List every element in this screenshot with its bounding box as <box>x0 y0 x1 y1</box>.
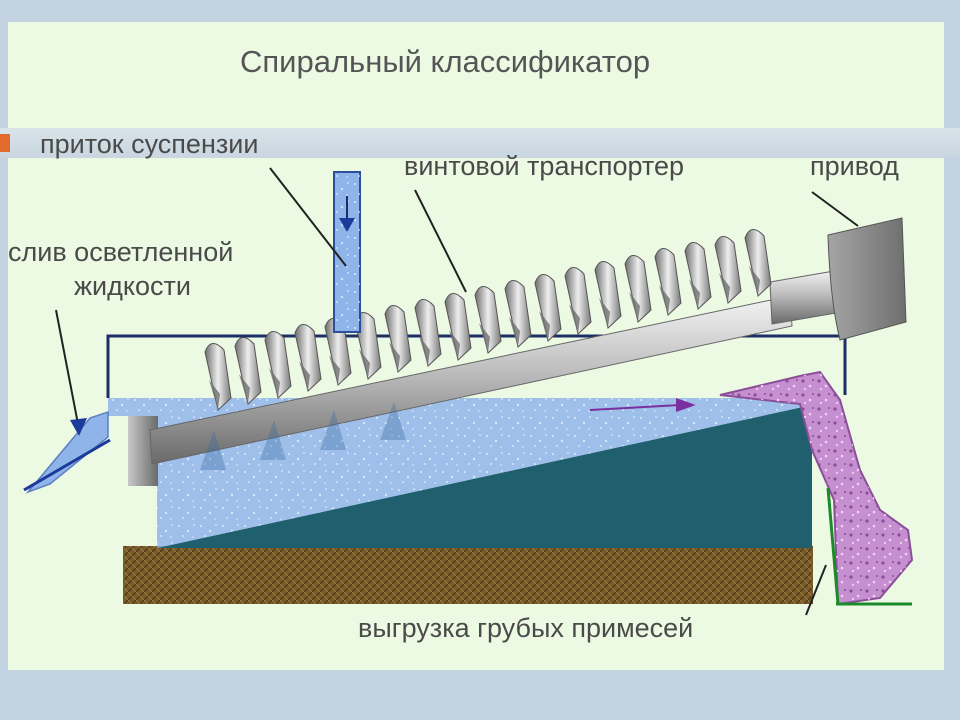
label-overflow-line2: жидкости <box>74 271 191 301</box>
flow-arrow-icon <box>70 418 87 436</box>
top-band <box>0 0 960 22</box>
flow-arrow-icon <box>676 398 696 412</box>
ground-base <box>123 546 813 604</box>
label-screw: винтовой транспортер <box>404 151 685 181</box>
label-overflow-line1: слив осветленной <box>8 237 234 267</box>
leader-lines <box>55 167 859 616</box>
screw-shaft <box>149 295 793 465</box>
label-drive: привод <box>810 151 899 181</box>
tank-frame <box>106 334 847 398</box>
accent-bar <box>0 128 960 158</box>
label-inflow: приток суспензии <box>40 129 259 159</box>
page-title: Спиральный классификатор <box>240 44 651 79</box>
label-discharge: выгрузка грубых примесей <box>358 613 694 643</box>
drive-motor <box>827 217 907 341</box>
accent-marker <box>0 134 10 152</box>
discharge-edge <box>826 487 840 605</box>
